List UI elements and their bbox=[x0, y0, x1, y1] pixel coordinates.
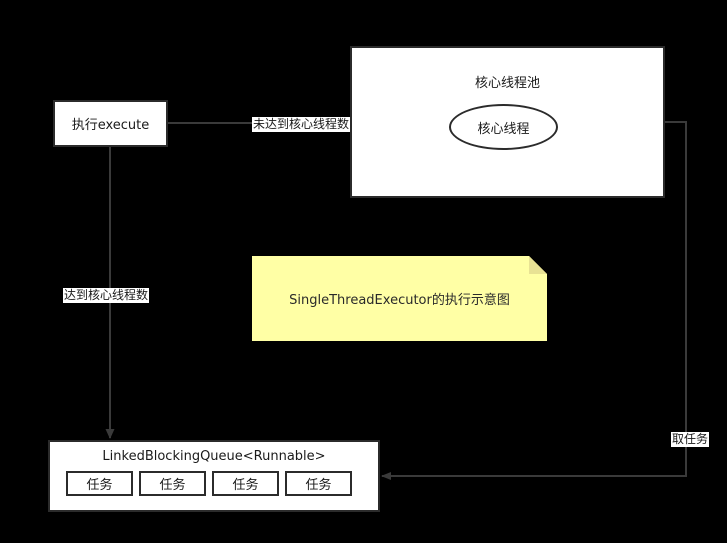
queue-task-label: 任务 bbox=[305, 478, 332, 493]
note-shape bbox=[252, 256, 547, 341]
queue-task-item[interactable]: 任务 bbox=[212, 471, 279, 496]
queue-task-label: 任务 bbox=[159, 478, 186, 493]
queue-task-item[interactable]: 任务 bbox=[139, 471, 206, 496]
note-callout: SingleThreadExecutor的执行示意图 bbox=[252, 256, 547, 341]
edge-label-take-task: 取任务 bbox=[671, 432, 710, 447]
edge-label-not-reached-core-count: 未达到核心线程数 bbox=[252, 117, 351, 132]
node-core-thread[interactable]: 核心线程 bbox=[449, 104, 558, 150]
node-execute[interactable]: 执行execute bbox=[53, 100, 168, 147]
node-linked-blocking-queue[interactable]: LinkedBlockingQueue<Runnable> 任务 任务 任务 任… bbox=[48, 440, 380, 512]
node-core-thread-pool[interactable]: 核心线程池 核心线程 bbox=[350, 46, 665, 198]
queue-task-item[interactable]: 任务 bbox=[285, 471, 352, 496]
queue-task-label: 任务 bbox=[232, 478, 259, 493]
edge-label-reached-core-count: 达到核心线程数 bbox=[63, 288, 150, 303]
node-execute-label: 执行execute bbox=[71, 118, 150, 133]
edge-core-pool-to-queue bbox=[381, 121, 687, 480]
queue-task-list: 任务 任务 任务 任务 bbox=[66, 471, 352, 496]
node-core-thread-label: 核心线程 bbox=[477, 121, 530, 137]
queue-title: LinkedBlockingQueue<Runnable> bbox=[102, 449, 326, 464]
queue-task-item[interactable]: 任务 bbox=[66, 471, 133, 496]
queue-task-label: 任务 bbox=[86, 478, 113, 493]
note-text: SingleThreadExecutor的执行示意图 bbox=[289, 293, 510, 308]
core-thread-pool-title: 核心线程池 bbox=[474, 76, 540, 91]
